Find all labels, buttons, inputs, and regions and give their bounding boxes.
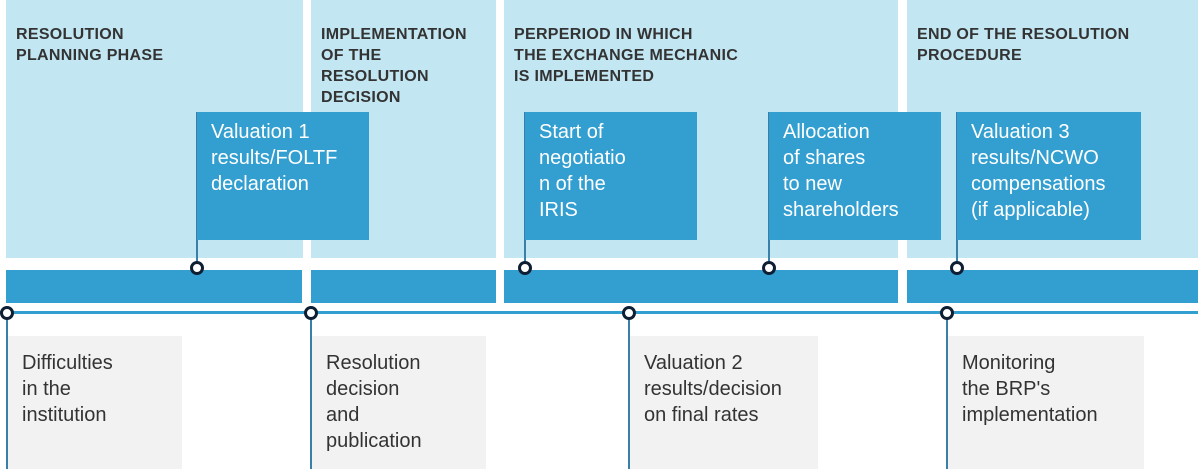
event-valuation-1: Valuation 1 results/FOLTF declaration (197, 112, 369, 240)
event-resolution-decision: Resolution decision and publication (312, 336, 486, 469)
event-difficulties: Difficulties in the institution (8, 336, 182, 469)
timeline-dot (0, 306, 14, 320)
phase-bar-1 (6, 270, 302, 303)
phase-bar-4 (907, 270, 1198, 303)
timeline-dot (304, 306, 318, 320)
phase-bar-2 (311, 270, 496, 303)
connector-line (310, 313, 312, 469)
event-start-negotiation: Start of negotiatio n of the IRIS (525, 112, 697, 240)
event-valuation-3: Valuation 3 results/NCWO compensations (… (957, 112, 1141, 240)
phase-title: RESOLUTION PLANNING PHASE (16, 26, 164, 64)
timeline-dot (622, 306, 636, 320)
timeline-axis (0, 311, 1198, 314)
phase-bar-3 (504, 270, 898, 303)
timeline-dot (940, 306, 954, 320)
phase-title: IMPLEMENTATION OF THE RESOLUTION DECISIO… (321, 26, 467, 106)
event-monitoring: Monitoring the BRP's implementation (948, 336, 1144, 469)
connector-line (628, 313, 630, 469)
event-allocation-shares: Allocation of shares to new shareholders (769, 112, 941, 240)
phase-title: PERPERIOD IN WHICH THE EXCHANGE MECHANIC… (514, 26, 739, 85)
timeline-dot (518, 261, 532, 275)
timeline-dot (950, 261, 964, 275)
event-valuation-2: Valuation 2 results/decision on final ra… (630, 336, 818, 469)
connector-line (6, 313, 8, 469)
phase-title: END OF THE RESOLUTION PROCEDURE (917, 26, 1130, 64)
timeline-dot (762, 261, 776, 275)
connector-line (946, 313, 948, 469)
timeline-dot (190, 261, 204, 275)
